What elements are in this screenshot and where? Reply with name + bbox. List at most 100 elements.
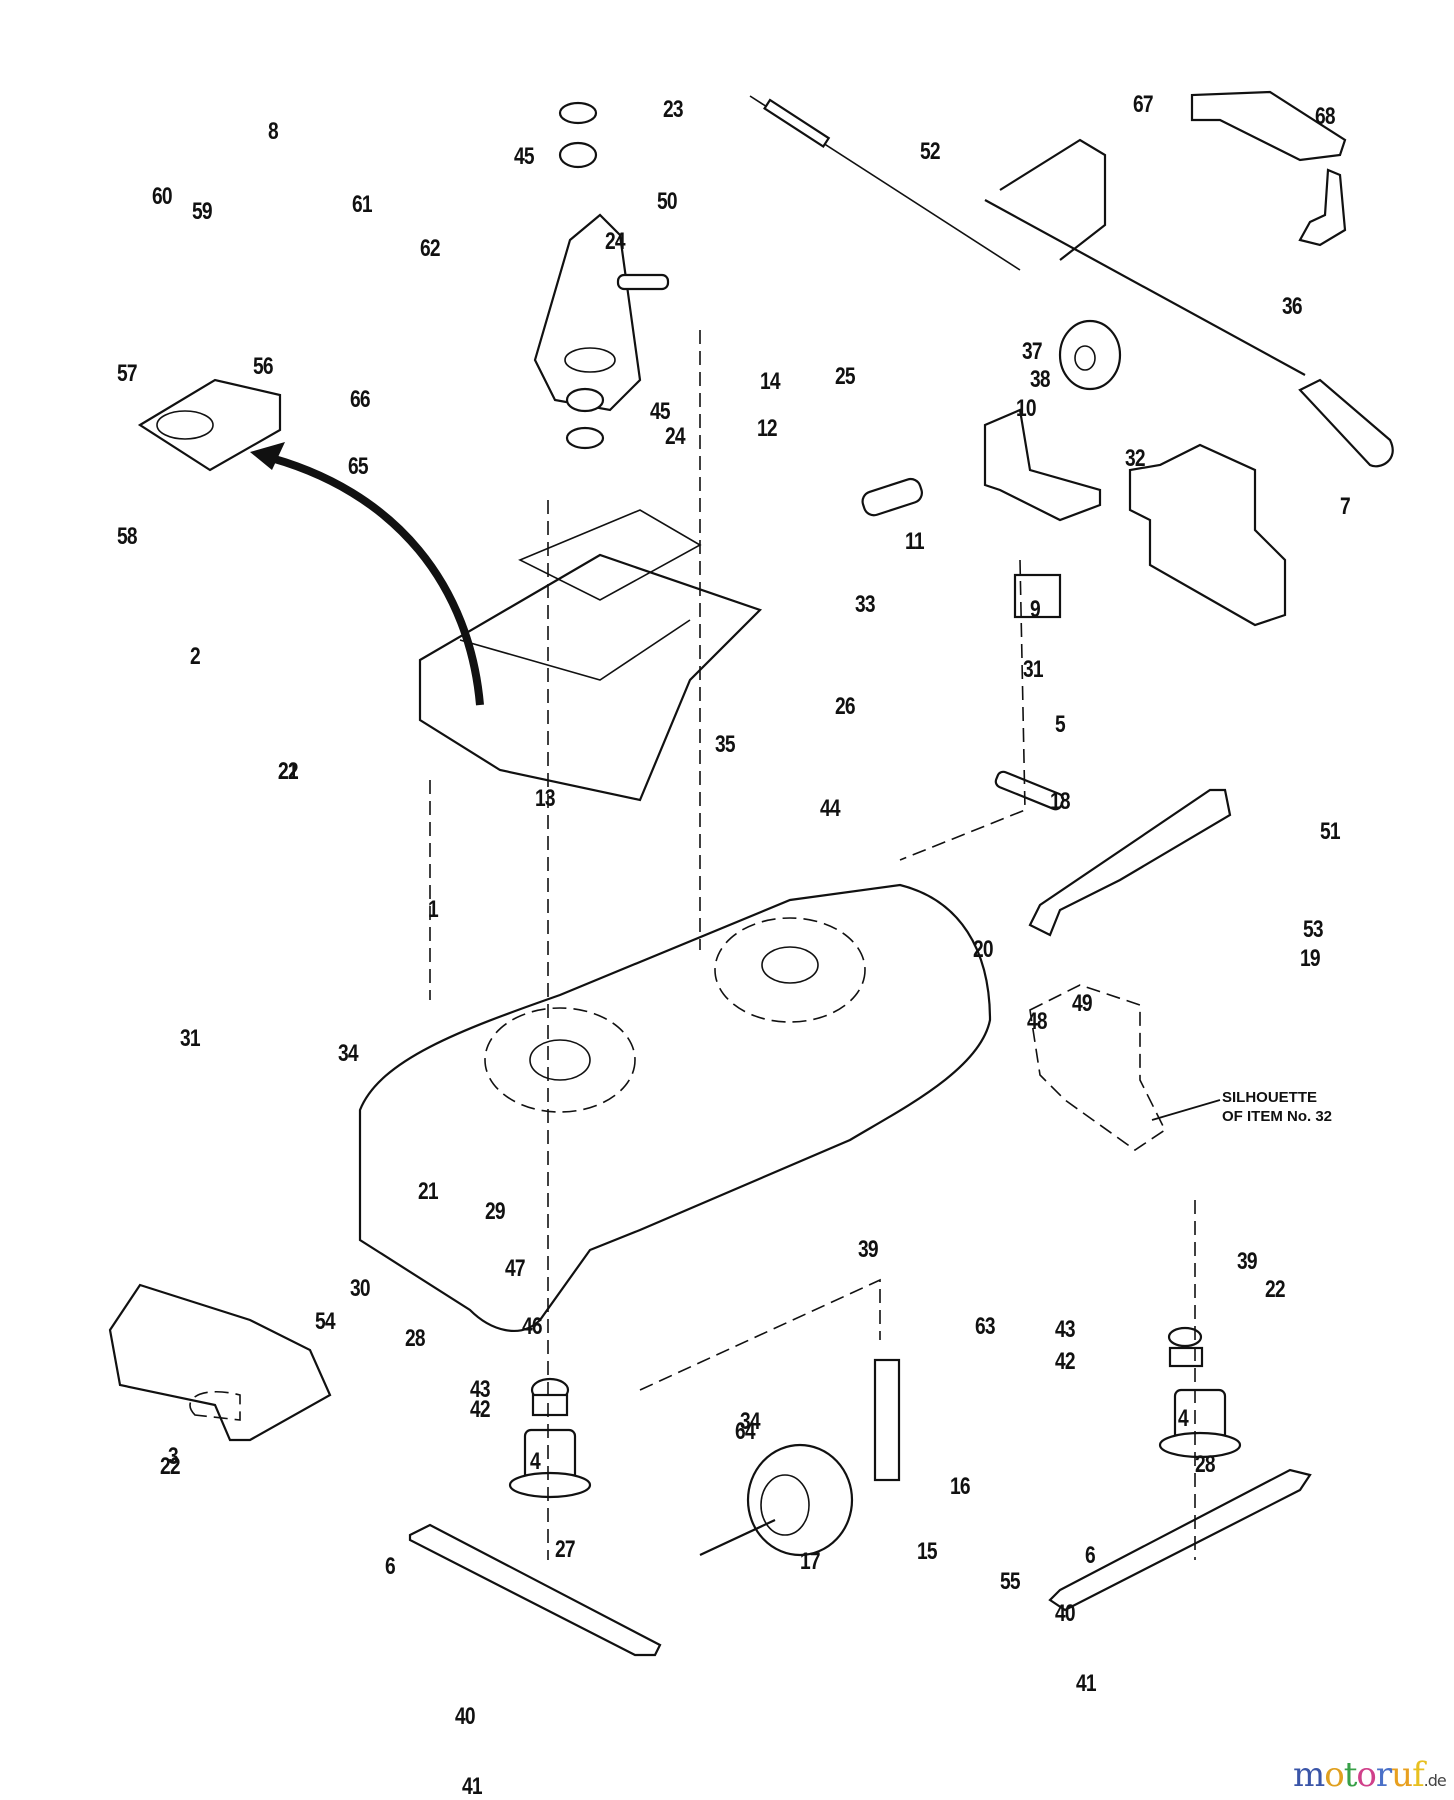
callout-60: 60	[152, 183, 173, 210]
callout-57: 57	[117, 360, 138, 387]
callout-26: 26	[835, 693, 856, 720]
watermark-letter: o	[1324, 1755, 1345, 1795]
motoruf-watermark[interactable]: motoruf.de	[1293, 1755, 1447, 1795]
callout-39: 39	[1237, 1248, 1258, 1275]
lever-grip-11	[861, 477, 923, 517]
cable-spring	[763, 98, 831, 149]
callout-45: 45	[514, 143, 535, 170]
callout-51: 51	[1320, 818, 1341, 845]
callout-18: 18	[1050, 788, 1071, 815]
callout-5: 5	[1055, 711, 1066, 738]
callout-12: 12	[757, 415, 778, 442]
callout-64: 64	[735, 1418, 756, 1445]
bracket-67	[1190, 90, 1347, 162]
watermark-letter: m	[1293, 1755, 1325, 1795]
callout-28: 28	[1195, 1451, 1216, 1478]
callout-22: 22	[278, 758, 299, 785]
assembly-line	[639, 1278, 881, 1391]
callout-22: 22	[1265, 1276, 1286, 1303]
callout-33: 33	[855, 591, 876, 618]
bracket-37	[1298, 168, 1347, 247]
callout-2: 2	[190, 643, 201, 670]
silhouette-note: SILHOUETTE OF ITEM No. 32	[1222, 1088, 1332, 1126]
callout-54: 54	[315, 1308, 336, 1335]
callout-40: 40	[1055, 1600, 1076, 1627]
callout-28: 28	[405, 1325, 426, 1352]
callout-27: 27	[555, 1536, 576, 1563]
callout-21: 21	[418, 1178, 439, 1205]
callout-1: 1	[428, 896, 439, 923]
callout-53: 53	[1303, 916, 1324, 943]
bracket-hole	[156, 410, 214, 440]
bracket-32	[1128, 443, 1287, 627]
callout-3: 3	[168, 1443, 179, 1470]
deck-shell	[358, 883, 992, 1332]
axle-bolt-18	[699, 1519, 776, 1556]
handle-grip-7	[1298, 378, 1394, 468]
callout-32: 32	[1125, 445, 1146, 472]
retaining-ring-24-lower	[565, 426, 605, 450]
callout-24: 24	[665, 423, 686, 450]
callout-42: 42	[470, 1396, 491, 1423]
callout-59: 59	[192, 198, 213, 225]
idler-pulley-38	[1058, 319, 1122, 391]
watermark-tld: .de	[1423, 1771, 1447, 1790]
wheel-bracket-17	[873, 1358, 901, 1482]
blade-6-right	[1048, 1468, 1312, 1612]
watermark-wordmark: motoruf	[1293, 1755, 1425, 1795]
handle-rod	[984, 199, 1306, 376]
washer-43-right	[1167, 1326, 1203, 1348]
callout-43: 43	[1055, 1316, 1076, 1343]
callout-17: 17	[800, 1548, 821, 1575]
watermark-letter: u	[1391, 1755, 1413, 1795]
frame-rail	[459, 619, 691, 681]
pulley-nut-42-right	[1168, 1346, 1204, 1368]
silhouette-of-32	[1029, 984, 1167, 1151]
callout-21: 21	[278, 758, 299, 785]
pulley-hub	[1074, 345, 1096, 371]
callout-41: 41	[1076, 1670, 1097, 1697]
pulley-nut-42-left	[531, 1393, 569, 1417]
decal-23-outline	[189, 1391, 241, 1421]
spring-50	[616, 273, 670, 291]
retaining-ring-24	[558, 101, 598, 125]
lift-handle-8	[999, 138, 1107, 261]
gauge-wheel-16	[746, 1443, 854, 1557]
callout-45: 45	[650, 398, 671, 425]
callout-55: 55	[1000, 1568, 1021, 1595]
callout-39: 39	[858, 1236, 879, 1263]
callout-7: 7	[1340, 493, 1351, 520]
callout-67: 67	[1133, 91, 1154, 118]
callout-49: 49	[1072, 990, 1093, 1017]
spring-19	[994, 770, 1065, 811]
spindle-hole	[761, 946, 819, 984]
callout-68: 68	[1315, 103, 1336, 130]
watermark-letter: r	[1375, 1755, 1392, 1795]
callout-62: 62	[420, 235, 441, 262]
assembly-line	[899, 559, 1026, 861]
callout-36: 36	[1282, 293, 1303, 320]
lift-link-5	[1028, 788, 1232, 937]
callout-29: 29	[485, 1198, 506, 1225]
silhouette-note-line2: OF ITEM No. 32	[1222, 1108, 1333, 1125]
deck-right-spindle-opening	[714, 917, 866, 1023]
plate-hole	[564, 347, 616, 373]
bearing-45	[558, 141, 598, 169]
callout-11: 11	[905, 528, 925, 555]
spindle-flange	[508, 1471, 592, 1499]
callout-19: 19	[1300, 945, 1321, 972]
bracket-10	[983, 408, 1102, 522]
interlock-switch-9	[1013, 573, 1062, 619]
callout-10: 10	[1016, 395, 1037, 422]
blade-6-left	[408, 1523, 662, 1657]
watermark-letter: f	[1412, 1755, 1425, 1795]
callout-4: 4	[530, 1448, 541, 1475]
callout-66: 66	[350, 386, 371, 413]
callout-41: 41	[462, 1773, 483, 1800]
callout-15: 15	[917, 1538, 938, 1565]
spindle-flange	[1158, 1431, 1242, 1459]
callout-40: 40	[455, 1703, 476, 1730]
watermark-letter: t	[1343, 1755, 1358, 1795]
callout-48: 48	[1027, 1008, 1048, 1035]
